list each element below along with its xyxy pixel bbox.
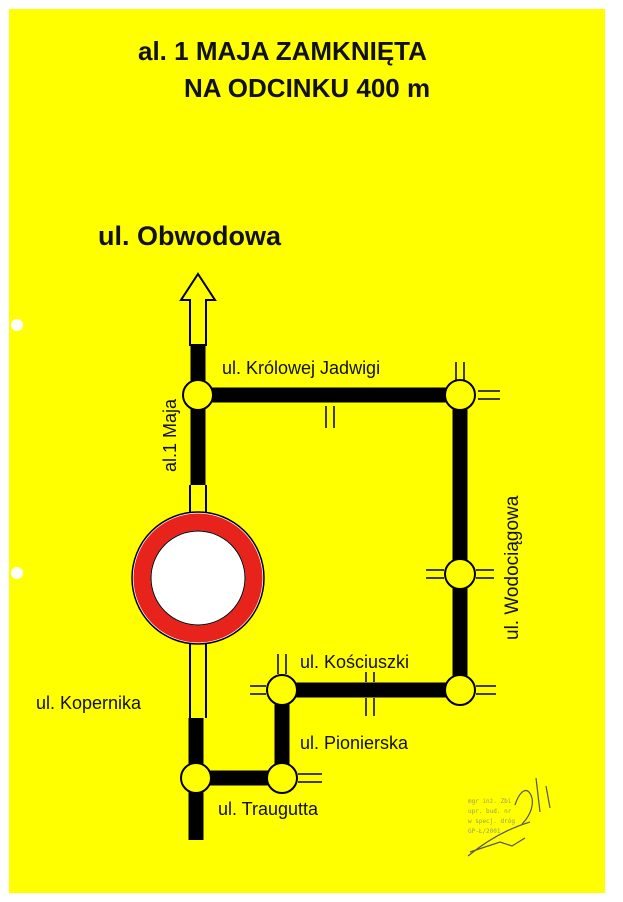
stamp-line4: GP-Ł/2001 <box>468 828 501 835</box>
binder-hole-bottom <box>11 567 23 579</box>
binder-hole-top <box>11 319 23 331</box>
label-ul-kopernika: ul. Kopernika <box>36 693 142 713</box>
closure-title-line1: al. 1 MAJA ZAMKNIĘTA <box>138 36 427 66</box>
label-al-1-maja: al.1 Maja <box>160 398 180 472</box>
label-ul-krolowej-jadwigi: ul. Królowej Jadwigi <box>222 358 381 378</box>
label-ul-pionierska: ul. Pionierska <box>300 733 409 753</box>
intersection-maja-jadwigi <box>182 379 214 411</box>
stamp-line3: w specj. dróg <box>468 818 515 825</box>
intersection-wodociagowa-mid <box>444 558 476 590</box>
label-ul-obwodowa: ul. Obwodowa <box>98 221 281 251</box>
intersection-maja-traugutta <box>180 762 212 794</box>
stamp-line1: mgr inż. Zbi <box>468 798 512 805</box>
label-ul-wodociagowa: ul. Wodociągowa <box>502 495 523 640</box>
closure-title-line2: NA ODCINKU 400 m <box>184 73 431 103</box>
detour-map-sheet <box>9 9 605 893</box>
label-ul-kosciuszki: ul. Kościuszki <box>300 652 410 672</box>
side-street-stubs <box>250 362 500 783</box>
intersection-kosciuszki-pionierska <box>266 674 298 706</box>
intersections <box>180 379 476 794</box>
north-arrow-icon <box>179 272 217 346</box>
stamp-line2: upr. bud. nr <box>468 808 512 815</box>
label-ul-traugutta: ul. Traugutta <box>218 799 319 819</box>
intersection-pionierska-traugutta <box>266 762 298 794</box>
intersection-jadwigi-wodociagowa <box>444 379 476 411</box>
signature-mark <box>467 777 551 857</box>
intersection-wodociagowa-kosciuszki <box>444 674 476 706</box>
no-vehicles-sign-icon <box>131 511 265 645</box>
